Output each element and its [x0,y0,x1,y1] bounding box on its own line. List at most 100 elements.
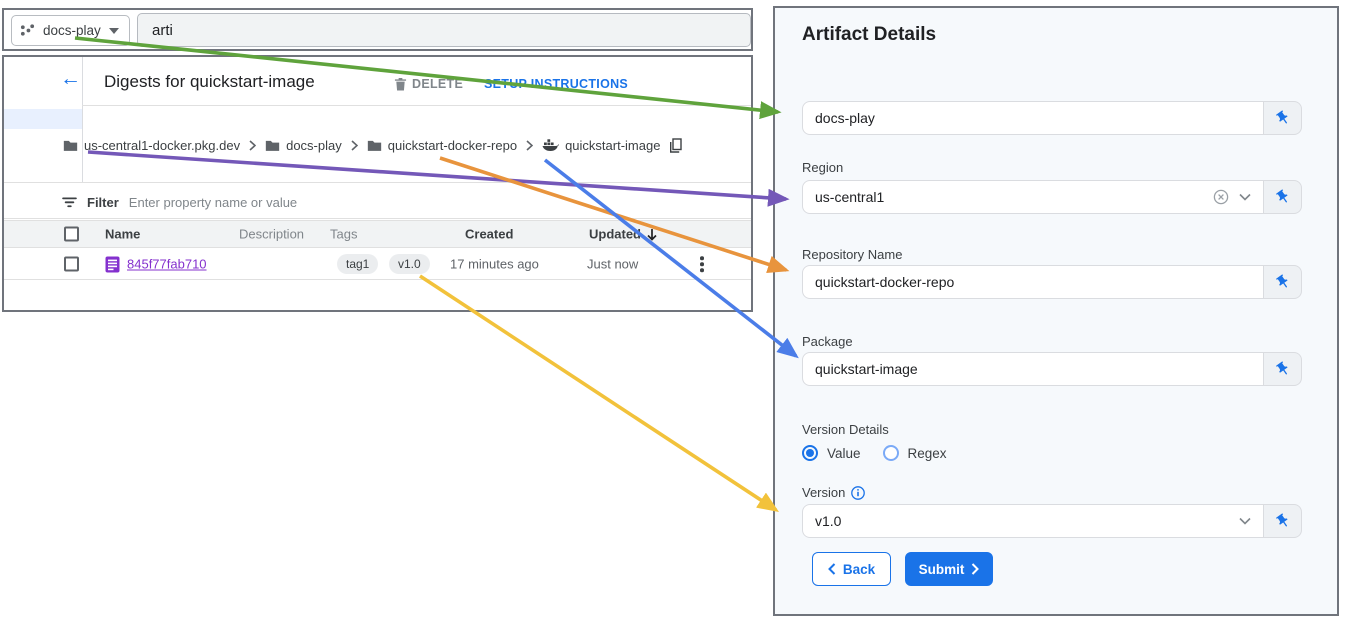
version-details-options: Value Regex [802,445,947,461]
project-field-value: docs-play [815,110,875,126]
clear-icon[interactable] [1213,189,1229,205]
folder-icon [367,140,381,151]
back-button[interactable]: Back [812,552,891,586]
artifact-details-panel: Artifact Details docs-play Region us-cen… [773,6,1339,616]
delete-button[interactable]: DELETE [394,77,463,91]
version-field-value: v1.0 [815,513,842,529]
search-input[interactable] [137,13,751,47]
info-icon[interactable] [851,485,866,500]
submit-button[interactable]: Submit [905,552,993,586]
row-menu-button[interactable] [700,256,704,272]
column-name[interactable]: Name [105,226,141,242]
breadcrumb-repository[interactable]: quickstart-docker-repo [367,138,517,153]
pin-button[interactable] [1264,352,1302,386]
version-tag-chip[interactable]: v1.0 [389,254,430,274]
package-field-value: quickstart-image [815,361,918,377]
table-header: Name Description Tags Created Updated [4,220,751,248]
filter-input[interactable] [128,194,549,210]
console-topbar: docs-play [2,8,753,51]
chevron-down-icon [108,27,119,34]
pin-button[interactable] [1264,180,1302,214]
pin-button[interactable] [1264,101,1302,135]
setup-instructions-button[interactable]: SETUP INSTRUCTIONS [484,77,628,91]
breadcrumb-repository-label: quickstart-docker-repo [387,137,518,153]
pin-icon [1275,361,1288,375]
column-created[interactable]: Created [465,226,514,242]
breadcrumb-package[interactable]: quickstart-image [542,138,660,153]
pin-icon [1275,513,1288,527]
chevron-right-icon [526,139,534,151]
chevron-right-icon [249,139,257,151]
console-panel: ← Digests for quickstart-image DELETE SE… [2,55,753,312]
select-all-checkbox[interactable] [64,226,79,242]
folder-icon [265,140,280,151]
row-divider [4,279,751,280]
delete-label: DELETE [412,77,464,91]
chevron-right-icon [351,139,358,151]
copy-icon[interactable] [669,137,683,153]
sort-descending-icon[interactable] [645,227,659,242]
version-field-row: v1.0 [802,504,1302,538]
folder-icon [63,140,78,151]
breadcrumb-registry-label: us-central1-docker.pkg.dev [84,137,241,153]
pin-icon [1275,274,1288,288]
updated-value: Just now [587,256,639,272]
pin-button[interactable] [1264,265,1302,299]
package-field-row: quickstart-image [802,352,1302,386]
pin-icon [1275,110,1288,124]
breadcrumb-divider [4,182,751,183]
radio-regex[interactable]: Regex [882,445,947,461]
nav-selected-item[interactable] [4,109,82,129]
radio-regex-label: Regex [907,445,947,461]
breadcrumb-registry[interactable]: us-central1-docker.pkg.dev [63,138,240,153]
chevron-down-icon[interactable] [1239,517,1251,525]
package-field[interactable]: quickstart-image [802,352,1264,386]
submit-button-label: Submit [918,561,965,577]
row-checkbox[interactable] [64,256,79,272]
column-description[interactable]: Description [239,226,305,242]
version-label-row: Version [802,485,866,500]
tag-chip[interactable]: tag1 [337,254,379,274]
digest-link[interactable]: 845f77fab710 [127,256,207,272]
page-title: Digests for quickstart-image [104,72,315,91]
docker-icon [542,139,560,151]
project-field[interactable]: docs-play [802,101,1264,135]
trash-icon [394,77,407,91]
region-field[interactable]: us-central1 [802,180,1264,214]
radio-unselected-icon [882,445,899,461]
radio-value-label: Value [827,445,861,461]
column-tags[interactable]: Tags [330,226,358,242]
version-field[interactable]: v1.0 [802,504,1264,538]
setup-instructions-label: SETUP INSTRUCTIONS [484,77,629,91]
project-selector[interactable]: docs-play [11,15,130,46]
nav-rail-divider [82,57,83,182]
region-field-value: us-central1 [815,189,885,205]
project-field-row: docs-play [802,101,1302,135]
column-updated[interactable]: Updated [589,226,641,242]
breadcrumb-project[interactable]: docs-play [265,138,342,153]
version-details-label: Version Details [802,422,889,437]
panel-title: Artifact Details [802,24,937,45]
breadcrumb: us-central1-docker.pkg.dev docs-play qui… [63,132,683,158]
created-value: 17 minutes ago [450,256,539,272]
version-label: Version [802,485,846,500]
chevron-right-icon [972,563,980,575]
pin-button[interactable] [1264,504,1302,538]
package-label: Package [802,334,853,349]
breadcrumb-project-label: docs-play [286,137,342,153]
project-selector-label: docs-play [43,23,101,38]
chevron-down-icon[interactable] [1239,193,1251,201]
table-row[interactable]: 845f77fab710 tag1 v1.0 17 minutes ago Ju… [4,249,751,279]
repository-field[interactable]: quickstart-docker-repo [802,265,1264,299]
breadcrumb-package-label: quickstart-image [565,137,661,153]
radio-value[interactable]: Value [802,445,861,461]
region-field-row: us-central1 [802,180,1302,214]
header-divider [82,105,751,106]
back-arrow-icon[interactable]: ← [60,67,81,90]
project-icon [20,24,35,36]
region-label: Region [802,160,844,175]
back-button-label: Back [842,561,876,577]
chevron-left-icon [827,563,836,575]
filter-icon [62,196,77,207]
